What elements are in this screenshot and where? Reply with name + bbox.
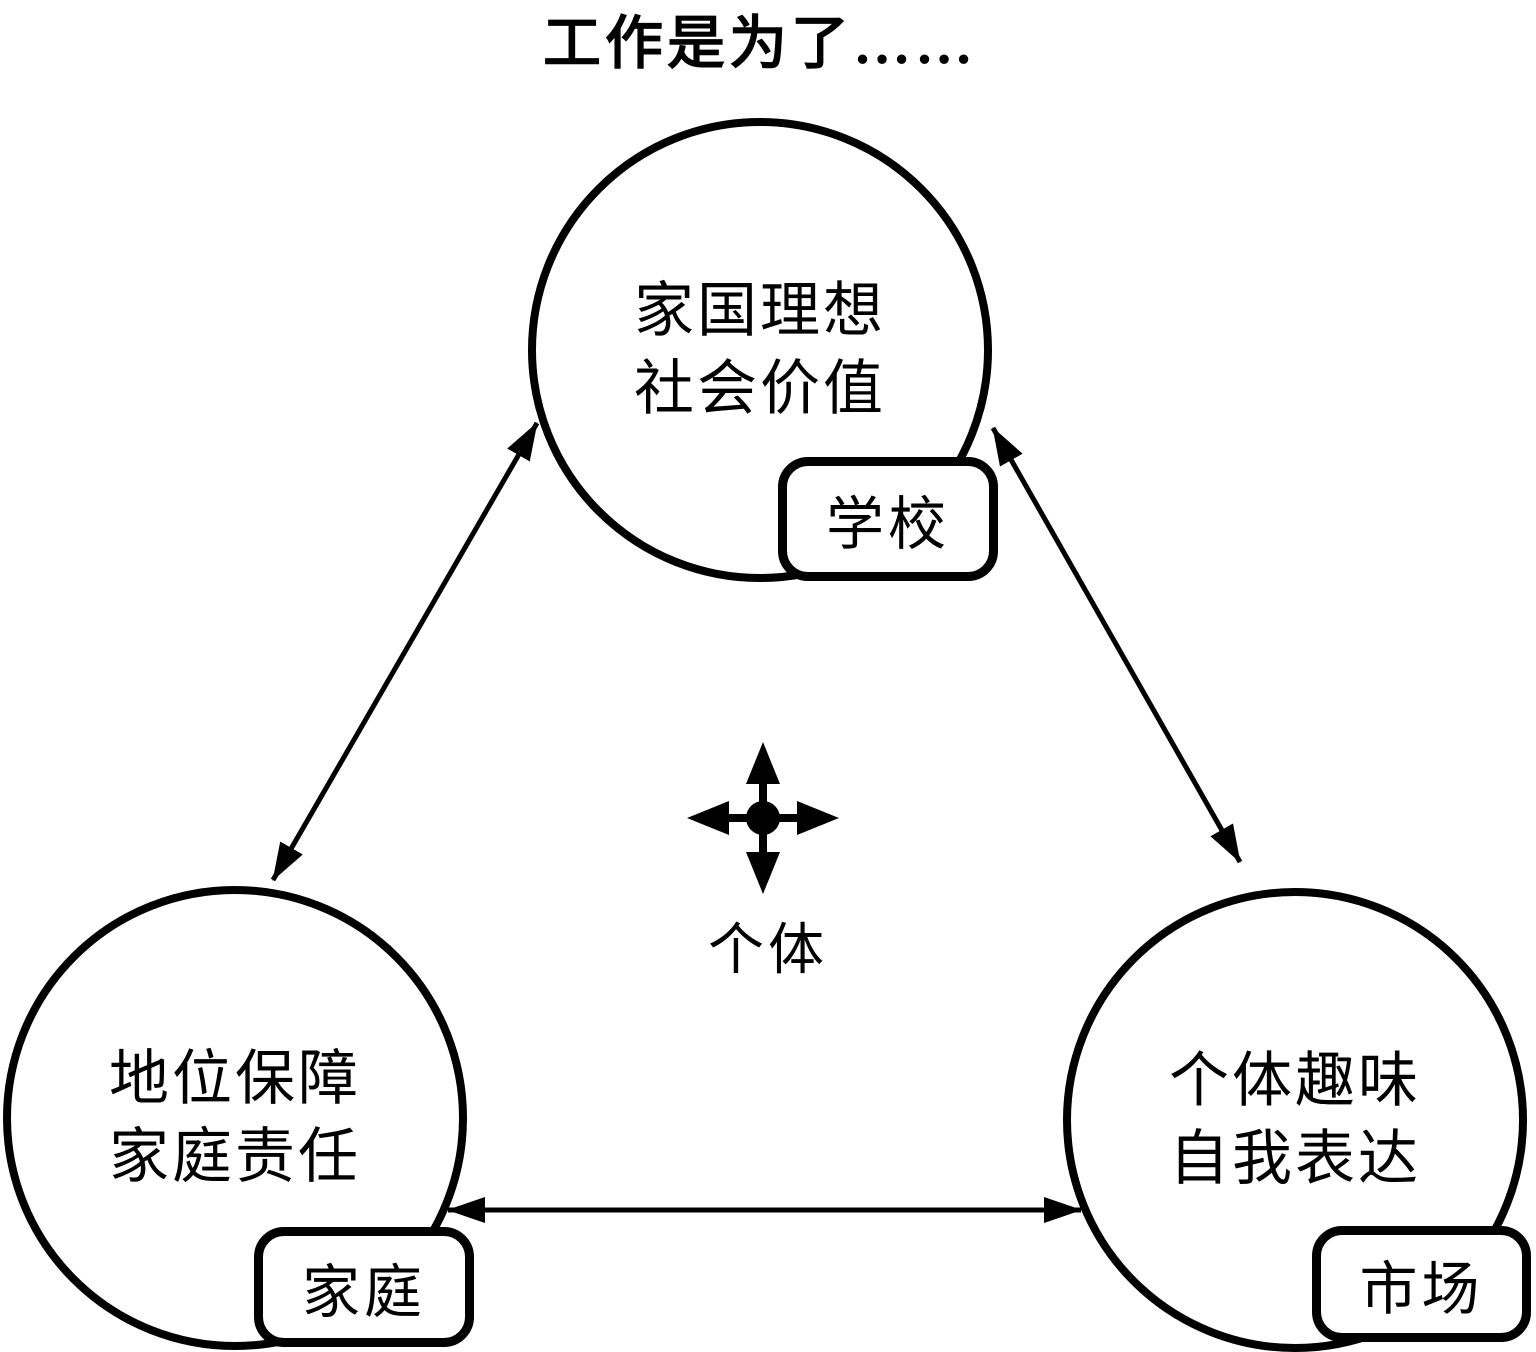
market-badge: 市场	[1312, 1226, 1531, 1342]
node-market-line1: 个体趣味	[1169, 1048, 1421, 1114]
school-badge: 学校	[778, 457, 998, 581]
arrow-society-family	[270, 421, 540, 882]
node-society-circle: 家国理想 社会价值	[528, 118, 992, 582]
node-family-line1: 地位保障	[109, 1046, 361, 1112]
family-badge: 家庭	[254, 1227, 474, 1347]
node-market-line2: 自我表达	[1169, 1126, 1421, 1192]
arrow-society-market	[990, 426, 1243, 864]
family-badge-label: 家庭	[301, 1260, 426, 1325]
school-badge-label: 学校	[825, 492, 950, 557]
node-society-line2: 社会价值	[634, 356, 886, 422]
four-way-arrow-icon	[687, 742, 839, 894]
market-badge-label: 市场	[1359, 1257, 1484, 1322]
node-market-text: 个体趣味 自我表达	[1169, 1042, 1421, 1198]
diagram-title: 工作是为了……	[542, 11, 977, 76]
individual-label: 个体	[708, 920, 828, 982]
node-society-line1: 家国理想	[634, 278, 886, 344]
node-society-text: 家国理想 社会价值	[634, 272, 886, 428]
node-family-line2: 家庭责任	[109, 1124, 361, 1190]
node-family-text: 地位保障 家庭责任	[109, 1040, 361, 1196]
